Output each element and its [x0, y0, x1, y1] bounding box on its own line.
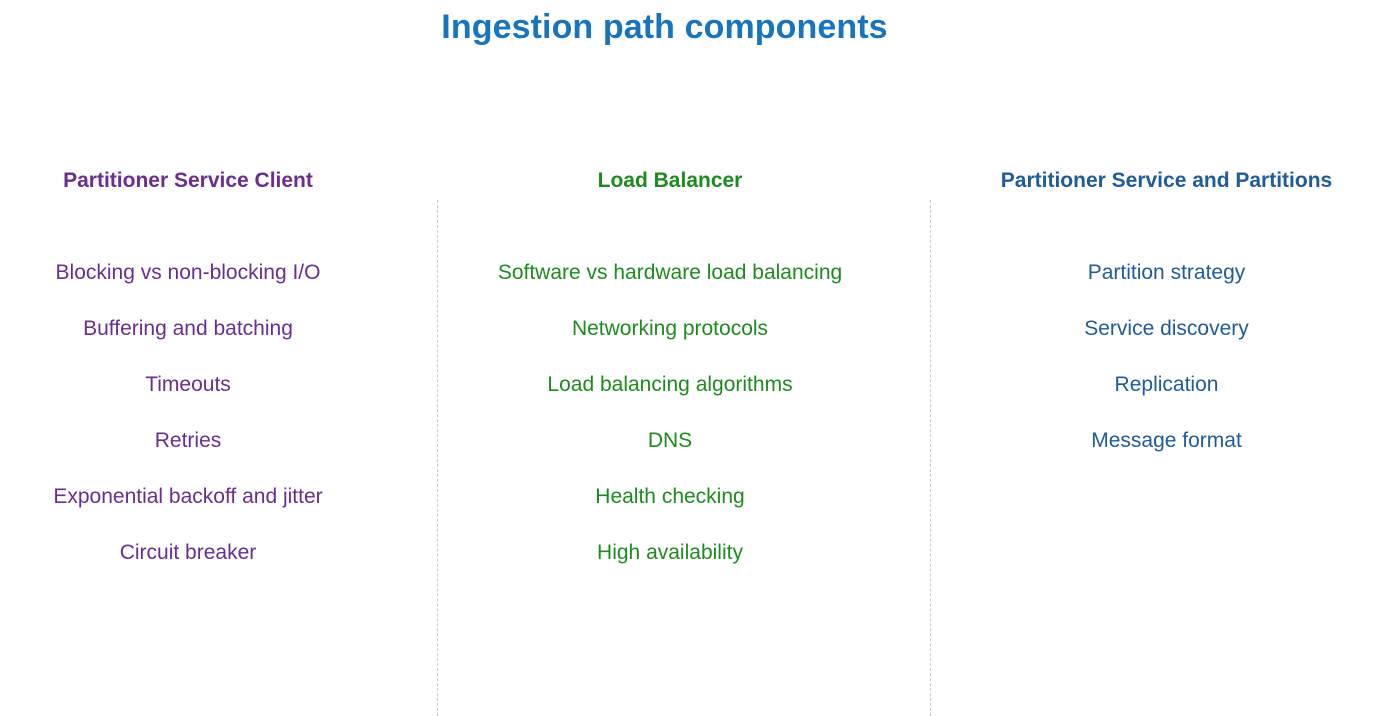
page-title: Ingestion path components: [441, 8, 888, 46]
list-item: Replication: [1114, 373, 1219, 396]
list-item: Message format: [1091, 429, 1242, 452]
column-divider-1: [437, 200, 438, 716]
list-item: Retries: [154, 429, 222, 452]
list-item: Circuit breaker: [119, 541, 257, 564]
list-item: Timeouts: [145, 373, 231, 396]
column-header-2: Load Balancer: [597, 169, 743, 192]
list-item: Partition strategy: [1087, 261, 1246, 284]
column-list-3: Partition strategy Service discovery Rep…: [960, 259, 1373, 455]
list-item: Health checking: [595, 485, 745, 508]
column-list-2: Software vs hardware load balancing Netw…: [440, 259, 900, 567]
list-item: Load balancing algorithms: [547, 373, 793, 396]
column-load-balancer: Load Balancer Software vs hardware load …: [440, 160, 900, 595]
list-item: Service discovery: [1084, 317, 1249, 340]
list-item: Networking protocols: [571, 317, 769, 340]
column-divider-2: [930, 200, 931, 716]
column-list-1: Blocking vs non-blocking I/O Buffering a…: [0, 259, 376, 567]
list-item: Blocking vs non-blocking I/O: [55, 261, 321, 284]
list-item: Software vs hardware load balancing: [497, 261, 843, 284]
list-item: Buffering and batching: [83, 317, 293, 340]
list-item: Exponential backoff and jitter: [53, 485, 323, 508]
list-item: DNS: [647, 429, 693, 452]
list-item: High availability: [597, 541, 743, 564]
column-header-1: Partitioner Service Client: [63, 169, 313, 192]
column-header-3: Partitioner Service and Partitions: [1000, 169, 1333, 192]
column-partitioner-service-and-partitions: Partitioner Service and Partitions Parti…: [960, 160, 1373, 483]
column-partitioner-service-client: Partitioner Service Client Blocking vs n…: [0, 160, 376, 595]
